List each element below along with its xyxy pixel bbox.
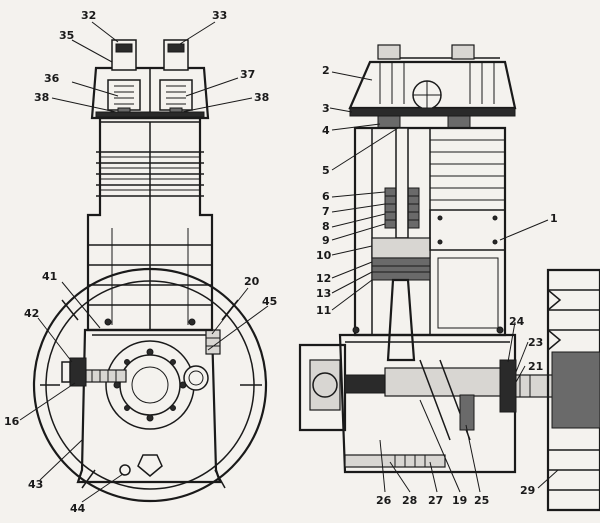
callout-11: 11 (316, 304, 331, 317)
callout-35: 35 (59, 29, 74, 42)
callout-5: 5 (322, 164, 330, 177)
callout-44: 44 (70, 502, 86, 515)
callout-10: 10 (316, 249, 332, 262)
callout-9: 9 (322, 234, 330, 247)
callout-29: 29 (520, 484, 535, 497)
callout-24: 24 (509, 315, 525, 328)
callout-21: 21 (528, 360, 543, 373)
callout-1: 1 (550, 212, 558, 225)
callout-16: 16 (4, 415, 20, 428)
head-section (348, 44, 517, 129)
callout-25: 25 (474, 494, 489, 507)
callout-45: 45 (262, 295, 277, 308)
section-view (298, 44, 600, 512)
callout-12: 12 (316, 272, 331, 285)
callout-33: 33 (212, 9, 227, 22)
crankcase-section (298, 333, 586, 474)
callout-20: 20 (244, 275, 260, 288)
callout-26: 26 (376, 494, 392, 507)
callout-8: 8 (322, 220, 330, 233)
callout-43: 43 (28, 478, 43, 491)
callout-2: 2 (322, 64, 330, 77)
pulley-section (546, 268, 600, 512)
callout-27: 27 (428, 494, 443, 507)
head-end-view (90, 39, 210, 120)
callout-6: 6 (322, 190, 330, 203)
crankcase-end-view (61, 328, 222, 484)
callout-42: 42 (24, 307, 39, 320)
callout-4: 4 (322, 124, 330, 137)
callout-13: 13 (316, 287, 331, 300)
end-view (32, 39, 268, 503)
callout-3: 3 (322, 102, 330, 115)
callout-38-left: 38 (34, 91, 49, 104)
callout-38-right: 38 (254, 91, 269, 104)
callout-19: 19 (452, 494, 467, 507)
callout-23: 23 (528, 336, 543, 349)
callout-28: 28 (402, 494, 417, 507)
callout-41: 41 (42, 270, 57, 283)
callout-labels: 32 33 35 36 37 38 38 41 42 20 45 16 43 4… (4, 9, 558, 515)
callout-32: 32 (81, 9, 96, 22)
callout-37: 37 (240, 68, 255, 81)
cylinder-section (352, 126, 507, 362)
callout-36: 36 (44, 72, 60, 85)
cylinder-end-view (86, 116, 214, 332)
callout-7: 7 (322, 205, 330, 218)
leader-lines (19, 21, 559, 503)
